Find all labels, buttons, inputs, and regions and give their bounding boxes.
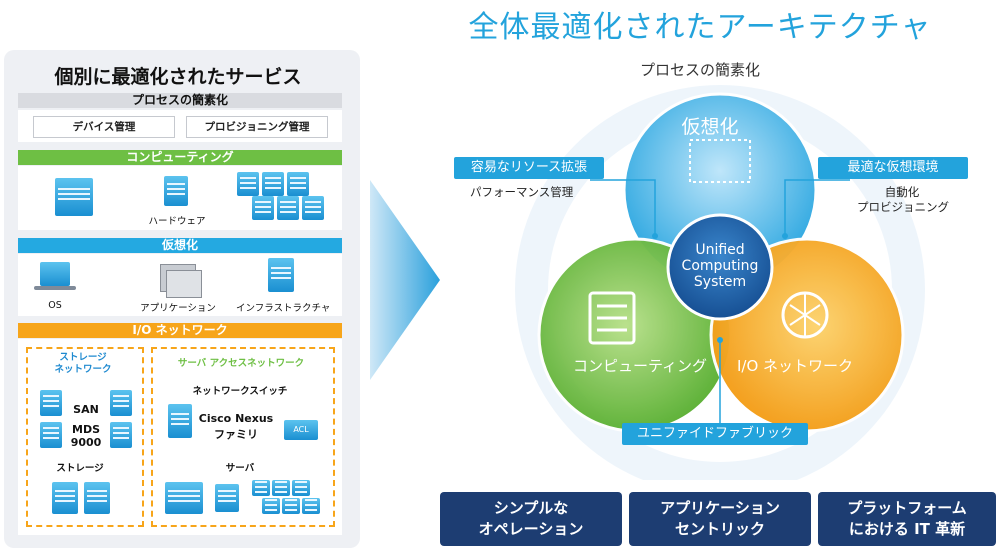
provisioning-management-item: プロビジョニング管理 <box>186 116 328 138</box>
venn-diagram <box>515 85 925 480</box>
application-window-icon <box>166 270 202 298</box>
platform-innovation-button: プラットフォーム における IT 革新 <box>818 492 996 546</box>
nexus-label: Cisco Nexus <box>198 412 274 425</box>
storage-network-label-1: ストレージ <box>59 352 107 363</box>
laptop-icon <box>40 262 70 286</box>
io-network-circle-label: I/O ネットワーク <box>736 357 854 375</box>
storage-array-icon <box>52 482 78 514</box>
storage-network-label-2: ネットワーク <box>54 364 112 375</box>
application-centric-button: アプリケーション セントリック <box>629 492 811 546</box>
transition-arrow <box>370 180 440 380</box>
san-switch-icon <box>40 390 62 416</box>
server-cluster-icon <box>252 480 270 496</box>
acl-switch-icon: ACL <box>284 420 318 440</box>
san-switch-icon <box>40 422 62 448</box>
storage-label: ストレージ <box>56 463 104 474</box>
left-panel-title: 個別に最適化されたサービス <box>54 66 302 88</box>
ucs-label-line1: Unified <box>695 242 745 258</box>
computing-bar: コンピューティング <box>18 150 342 165</box>
application-centric-line1: アプリケーション <box>660 499 780 517</box>
san-switch-icon <box>110 422 132 448</box>
platform-innovation-line1: プラットフォーム <box>847 499 967 517</box>
server-cluster-icon <box>272 480 290 496</box>
server-cluster-icon <box>302 196 324 220</box>
io-network-bar: I/O ネットワーク <box>18 323 342 338</box>
resource-connector-line <box>590 179 656 236</box>
virtualization-circle-label: 仮想化 <box>681 116 739 138</box>
rack-server-icon <box>55 178 93 216</box>
architecture-title: 全体最適化されたアーキテクチャ <box>468 10 932 45</box>
blade-server-icon <box>215 484 239 512</box>
device-management-item: デバイス管理 <box>33 116 175 138</box>
os-label: OS <box>48 300 62 311</box>
laptop-base-icon <box>34 286 76 290</box>
application-centric-line2: セントリック <box>674 520 765 538</box>
server-cluster-icon <box>252 196 274 220</box>
automation-note: 自動化 <box>884 185 920 199</box>
ucs-label-line2: Computing <box>681 258 759 274</box>
computing-circle-label: コンピューティング <box>572 357 708 375</box>
virtual-env-connector-line <box>784 179 850 236</box>
easy-resource-expansion-tag: 容易なリソース拡張 <box>454 157 604 179</box>
virtualization-bar: 仮想化 <box>18 238 342 253</box>
process-simplification-bar: プロセスの簡素化 <box>18 93 342 108</box>
server-access-network-group <box>151 347 335 527</box>
mds-number-label: 9000 <box>70 436 102 449</box>
optimal-virtual-environment-tag: 最適な仮想環境 <box>818 157 968 179</box>
server-cluster-icon <box>287 172 309 196</box>
server-cluster-icon <box>262 172 284 196</box>
server-cluster-icon <box>282 498 300 514</box>
performance-management-note: パフォーマンス管理 <box>470 185 574 199</box>
server-stack-icon <box>588 291 636 345</box>
infrastructure-label: インフラストラクチャ <box>236 303 331 314</box>
infrastructure-icon <box>268 258 294 292</box>
hardware-label: ハードウェア <box>148 216 206 227</box>
rack-server-icon <box>165 482 203 514</box>
virtual-server-icon <box>689 139 751 183</box>
ucs-label-line3: System <box>693 274 747 290</box>
server-label: サーバ <box>225 463 255 474</box>
mds-label: MDS <box>72 423 100 436</box>
server-cluster-icon <box>292 480 310 496</box>
server-cluster-icon <box>237 172 259 196</box>
ucs-center-circle <box>666 213 774 321</box>
platform-innovation-line2: における IT 革新 <box>848 520 966 538</box>
server-cluster-icon <box>302 498 320 514</box>
san-switch-icon <box>110 390 132 416</box>
nexus-family-label: ファミリ <box>214 428 258 441</box>
hardware-icon <box>164 176 188 206</box>
simple-operations-line2: オペレーション <box>478 520 584 538</box>
network-switch-label: ネットワークスイッチ <box>192 386 288 397</box>
simple-operations-button: シンプルな オペレーション <box>440 492 622 546</box>
application-label: アプリケーション <box>140 303 216 314</box>
server-cluster-icon <box>262 498 280 514</box>
nexus-switch-icon <box>168 404 192 438</box>
unified-fabric-tag: ユニファイドファブリック <box>622 423 808 445</box>
provisioning-note: プロビジョニング <box>857 200 949 214</box>
server-access-network-label: サーバ アクセスネットワーク <box>177 358 305 369</box>
simple-operations-line1: シンプルな <box>493 499 569 517</box>
san-label: SAN <box>73 403 99 416</box>
storage-network-group <box>26 347 144 527</box>
storage-array-icon <box>84 482 110 514</box>
server-cluster-icon <box>277 196 299 220</box>
ring-process-label: プロセスの簡素化 <box>640 61 761 79</box>
